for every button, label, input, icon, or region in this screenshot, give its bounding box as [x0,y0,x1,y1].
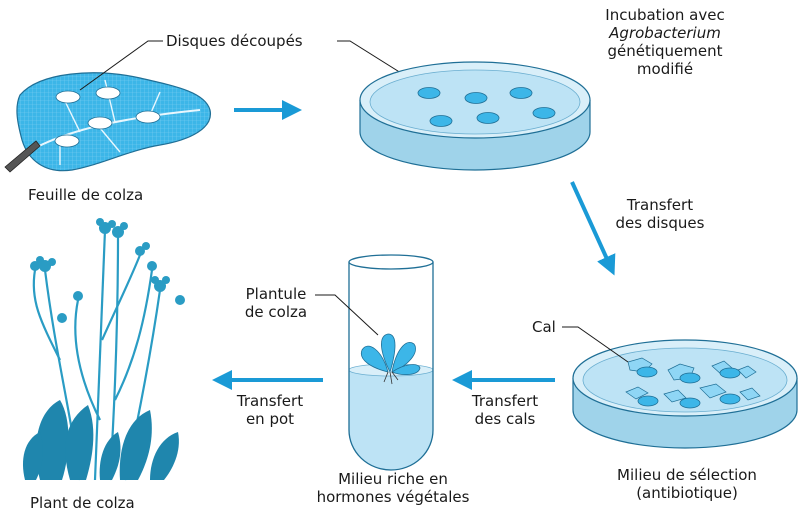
rapeseed-plant [22,218,185,481]
plantule-pointer-line [315,294,379,336]
milieu-riche-line-1: Milieu riche en [338,470,448,488]
cal-pointer-line [562,326,629,363]
label-transfert-pot: Transfert en pot [225,392,315,428]
arrow-down-diagonal [570,181,616,276]
label-transfert-disques: Transfert des disques [600,196,720,232]
incubation-line-4: modifié [636,60,694,78]
petri-dish-selection [572,339,798,449]
milieu-riche-line-2: hormones végétales [316,488,470,506]
label-incubation: Incubation avec Agrobacterium génétiquem… [585,6,745,78]
label-transfert-cals: Transfert des cals [460,392,550,428]
label-feuille-colza: Feuille de colza [28,186,144,204]
label-disques-decoupes: Disques découpés [166,32,303,50]
test-tube [348,254,434,471]
plantule-line-1: Plantule [245,285,307,303]
transfert-pot-line-1: Transfert [236,392,304,410]
incubation-line-3: génétiquement [607,42,723,60]
label-plant-colza: Plant de colza [30,494,135,512]
transfert-disques-line-2: des disques [615,214,705,232]
incubation-line-2: Agrobacterium [609,24,721,42]
leaf-illustration [4,72,211,173]
transfert-cals-line-2: des cals [474,410,536,428]
label-milieu-riche: Milieu riche en hormones végétales [303,470,483,506]
plantule-line-2: de colza [244,303,308,321]
transfert-pot-line-2: en pot [245,410,295,428]
milieu-selection-line-2: (antibiotique) [636,484,738,502]
petri-dish-incubation [359,61,591,171]
transfert-disques-line-1: Transfert [626,196,694,214]
disques-pointer-line [79,40,163,91]
transfert-cals-line-1: Transfert [471,392,539,410]
label-milieu-selection: Milieu de sélection (antibiotique) [602,466,772,502]
incubation-line-1: Incubation avec [605,6,725,24]
milieu-selection-line-1: Milieu de sélection [617,466,757,484]
label-cal: Cal [532,318,556,336]
label-plantule: Plantule de colza [236,285,316,321]
